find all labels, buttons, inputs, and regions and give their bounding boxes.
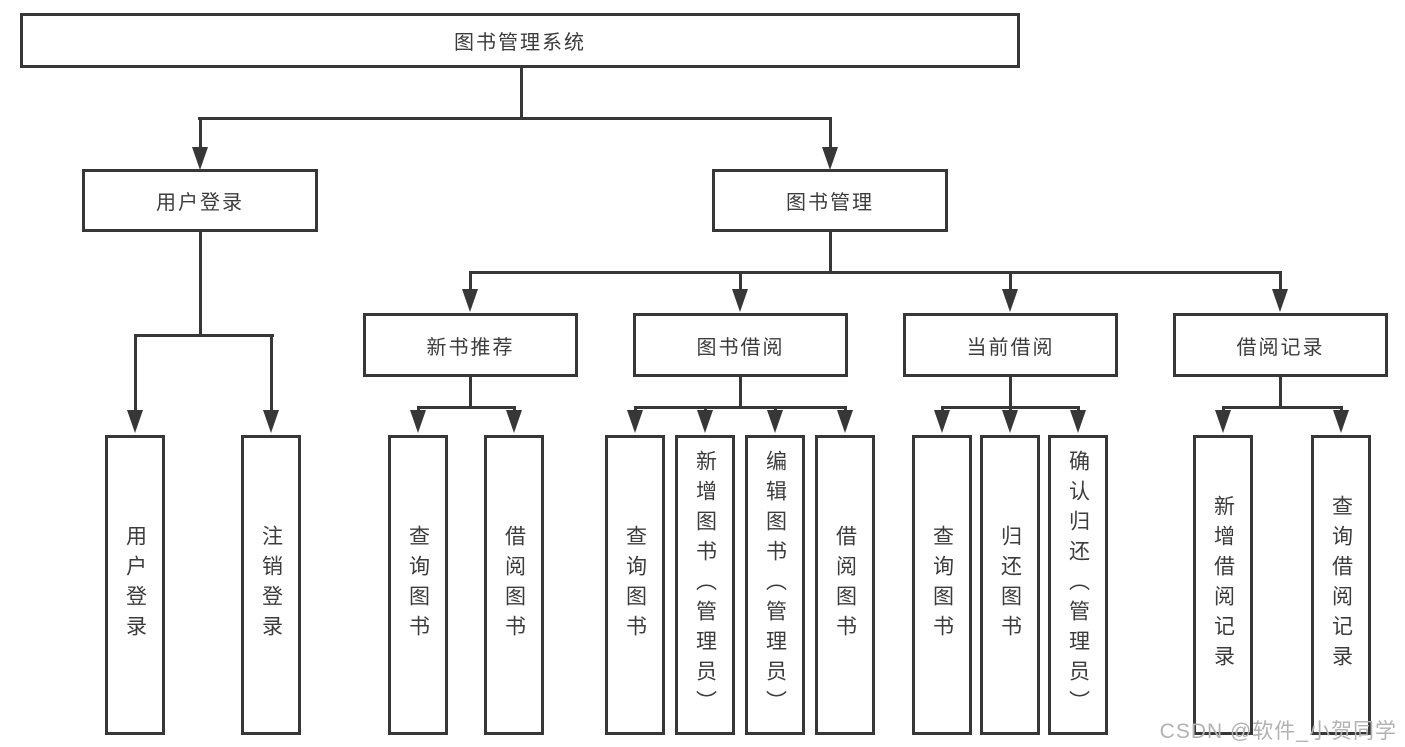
leaf-borrow-add-books-admin: 新增图书（管理员） bbox=[675, 435, 735, 735]
connector-drop-user-login bbox=[199, 117, 202, 149]
leaf-records-add-record: 新增借阅记录 bbox=[1193, 435, 1253, 735]
leaf-logout-label: 注销登录 bbox=[259, 525, 283, 645]
arrowhead-icon bbox=[1272, 289, 1288, 312]
node-book-borrow-label: 图书借阅 bbox=[696, 336, 785, 359]
leaf-newbooks-borrow-books-label: 借阅图书 bbox=[502, 525, 526, 645]
arrowhead-icon bbox=[506, 410, 522, 433]
arrowhead-icon bbox=[127, 410, 143, 433]
arrowhead-icon bbox=[837, 410, 853, 433]
connector-drop-current-borrow bbox=[1009, 271, 1012, 291]
leaf-user-login-label: 用户登录 bbox=[123, 525, 147, 645]
leaf-current-return-books-label: 归还图书 bbox=[998, 525, 1022, 645]
leaf-borrow-add-books-admin-label: 新增图书（管理员） bbox=[693, 450, 717, 720]
node-book-borrow: 图书借阅 bbox=[633, 313, 848, 377]
leaf-newbooks-borrow-books: 借阅图书 bbox=[484, 435, 544, 735]
arrowhead-icon bbox=[697, 410, 713, 433]
leaf-current-query-books-label: 查询图书 bbox=[930, 525, 954, 645]
connector-book-mgmt-stem bbox=[829, 232, 832, 273]
leaf-newbooks-query-books-label: 查询图书 bbox=[406, 525, 430, 645]
arrowhead-icon bbox=[263, 410, 279, 433]
node-current-borrow: 当前借阅 bbox=[903, 313, 1118, 377]
node-book-mgmt-label: 图书管理 bbox=[786, 192, 874, 214]
connector-user-login-bar bbox=[134, 334, 274, 337]
arrowhead-icon bbox=[934, 410, 950, 433]
node-user-login: 用户登录 bbox=[82, 169, 318, 232]
connector-book-borrow-stem bbox=[739, 377, 742, 408]
leaf-current-confirm-return-admin: 确认归还（管理员） bbox=[1048, 435, 1108, 735]
arrowhead-icon bbox=[410, 410, 426, 433]
connector-borrow-records-bar bbox=[1222, 406, 1342, 409]
connector-new-books-bar bbox=[417, 406, 516, 409]
connector-user-login-stem bbox=[199, 232, 202, 337]
node-book-mgmt: 图书管理 bbox=[712, 169, 948, 232]
leaf-borrow-query-books-label: 查询图书 bbox=[623, 525, 647, 645]
connector-root-stem bbox=[520, 68, 523, 118]
connector-drop-logout-leaf bbox=[270, 334, 273, 411]
connector-drop-new-books bbox=[469, 271, 472, 291]
leaf-newbooks-query-books: 查询图书 bbox=[388, 435, 448, 735]
leaf-logout: 注销登录 bbox=[241, 435, 301, 735]
arrowhead-icon bbox=[1333, 410, 1349, 433]
connector-new-books-stem bbox=[469, 377, 472, 408]
arrowhead-icon bbox=[462, 289, 478, 312]
leaf-borrow-edit-books-admin: 编辑图书（管理员） bbox=[745, 435, 805, 735]
arrowhead-icon bbox=[627, 410, 643, 433]
node-current-borrow-label: 当前借阅 bbox=[966, 336, 1055, 359]
leaf-current-return-books: 归还图书 bbox=[980, 435, 1040, 735]
connector-root-bar bbox=[198, 117, 832, 120]
arrowhead-icon bbox=[1070, 410, 1086, 433]
node-borrow-records-label: 借阅记录 bbox=[1236, 336, 1325, 359]
leaf-borrow-borrow-books: 借阅图书 bbox=[815, 435, 875, 735]
connector-drop-book-mgmt bbox=[829, 117, 832, 149]
leaf-current-query-books: 查询图书 bbox=[912, 435, 972, 735]
connector-borrow-records-stem bbox=[1279, 377, 1282, 408]
arrowhead-icon bbox=[1002, 289, 1018, 312]
leaf-borrow-query-books: 查询图书 bbox=[605, 435, 665, 735]
leaf-user-login: 用户登录 bbox=[105, 435, 165, 735]
node-root: 图书管理系统 bbox=[20, 13, 1020, 68]
leaf-records-query-record: 查询借阅记录 bbox=[1311, 435, 1371, 735]
arrowhead-icon bbox=[732, 289, 748, 312]
arrowhead-icon bbox=[767, 410, 783, 433]
node-user-login-label: 用户登录 bbox=[156, 192, 244, 214]
leaf-borrow-borrow-books-label: 借阅图书 bbox=[833, 525, 857, 645]
connector-current-borrow-stem bbox=[1009, 377, 1012, 408]
arrowhead-icon bbox=[1215, 410, 1231, 433]
arrowhead-icon bbox=[1002, 410, 1018, 433]
leaf-records-add-record-label: 新增借阅记录 bbox=[1211, 495, 1235, 675]
connector-drop-login-leaf bbox=[134, 334, 137, 411]
connector-drop-borrow-records bbox=[1279, 271, 1282, 291]
arrowhead-icon bbox=[192, 147, 208, 170]
connector-drop-book-borrow bbox=[739, 271, 742, 291]
watermark-text: CSDN @软件_小贺同学 bbox=[1159, 720, 1397, 743]
node-root-label: 图书管理系统 bbox=[454, 32, 586, 54]
arrowhead-icon bbox=[822, 147, 838, 170]
node-new-books-label: 新书推荐 bbox=[426, 336, 515, 359]
connector-book-borrow-bar bbox=[634, 406, 846, 409]
leaf-borrow-edit-books-admin-label: 编辑图书（管理员） bbox=[763, 450, 787, 720]
leaf-records-query-record-label: 查询借阅记录 bbox=[1329, 495, 1353, 675]
connector-book-mgmt-bar bbox=[469, 271, 1282, 274]
node-borrow-records: 借阅记录 bbox=[1173, 313, 1388, 377]
leaf-current-confirm-return-admin-label: 确认归还（管理员） bbox=[1066, 450, 1090, 720]
node-new-books: 新书推荐 bbox=[363, 313, 578, 377]
